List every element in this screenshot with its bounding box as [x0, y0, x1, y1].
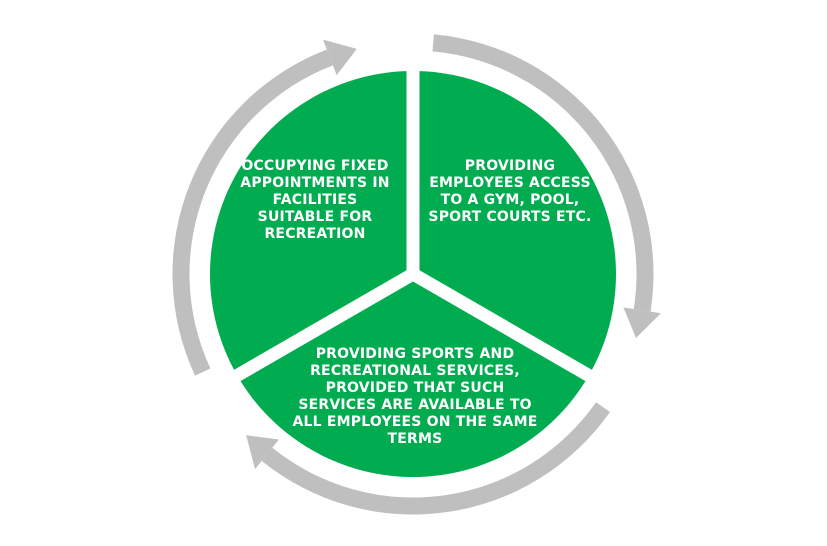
ring-arrow-bottom-head: [246, 435, 279, 470]
segment-bottom-label: PROVIDING SPORTS AND RECREATIONAL SERVIC…: [292, 346, 538, 447]
separator-line-3: [198, 268, 417, 402]
cycle-arrow-ring: [172, 34, 661, 515]
separator-line-2: [409, 268, 628, 402]
ring-arrow-right-head: [623, 307, 661, 338]
ring-arrow-top-head: [323, 39, 357, 76]
ring-arrow-right-body: [432, 34, 654, 312]
ring-arrow-bottom-body: [261, 402, 611, 515]
segment-left-label: OCCUPYING FIXED APPOINTMENTS IN FACILITI…: [240, 158, 390, 242]
segment-separators: [198, 30, 628, 402]
ring-arrow-top-body: [172, 49, 333, 376]
segment-right-label: PROVIDING EMPLOYEES ACCESS TO A GYM, POO…: [428, 158, 592, 225]
